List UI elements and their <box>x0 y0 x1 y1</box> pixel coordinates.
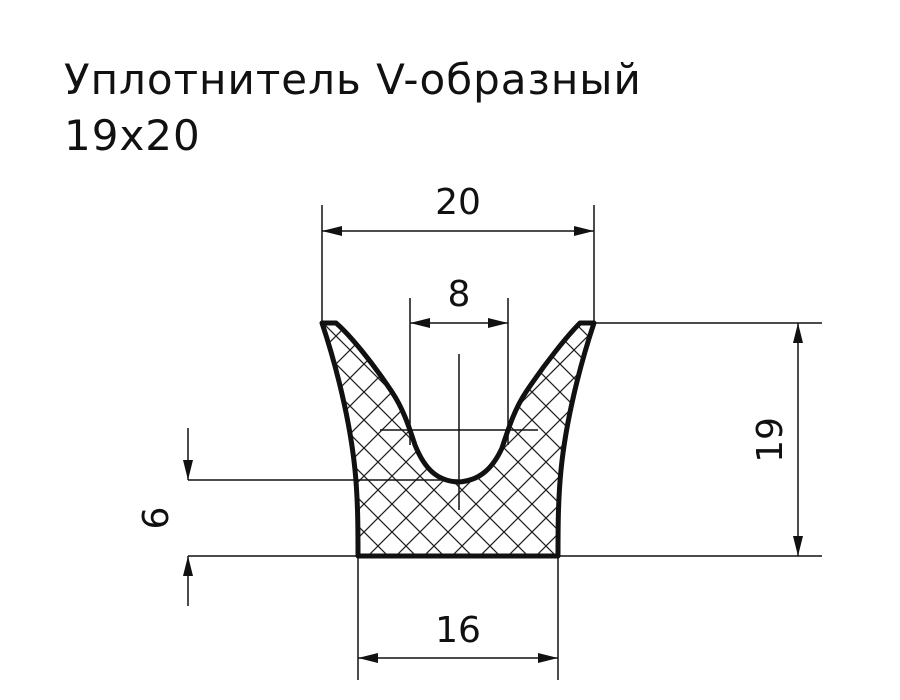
drawing-size-label: 19х20 <box>64 111 201 160</box>
dimension-base-width: 16 <box>357 556 559 680</box>
dimension-label-16: 16 <box>435 610 481 651</box>
dimension-label-8: 8 <box>448 274 471 315</box>
dimension-overall-width: 20 <box>321 182 595 323</box>
title-block: Уплотнитель V-образный 19х20 <box>64 52 642 164</box>
dimension-label-20: 20 <box>435 182 481 223</box>
drawing-title: Уплотнитель V-образный <box>64 55 642 104</box>
dimension-height: 19 <box>558 322 822 557</box>
dimension-groove-width: 8 <box>409 274 509 445</box>
dimension-label-6: 6 <box>136 507 177 530</box>
seal-profile <box>319 320 597 559</box>
dimension-base-height: 6 <box>136 428 458 606</box>
dimension-label-19: 19 <box>750 417 791 463</box>
